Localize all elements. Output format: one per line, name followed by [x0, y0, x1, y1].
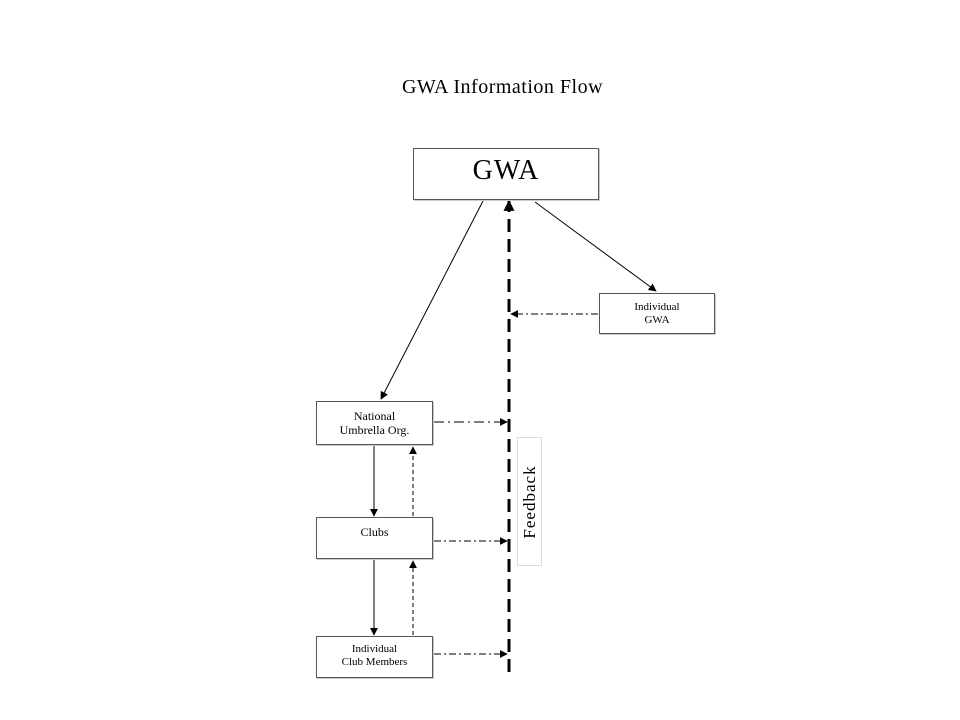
node-clubs: Clubs [316, 517, 433, 559]
node-national-umbrella-org: National Umbrella Org. [316, 401, 433, 445]
node-gwa-label: GWA [472, 155, 540, 186]
node-individual-gwa-label: Individual GWA [634, 301, 680, 326]
feedback-label-box: Feedback [517, 437, 542, 566]
node-individual-gwa: Individual GWA [599, 293, 715, 334]
node-national-label: National Umbrella Org. [339, 409, 410, 437]
node-individual-club-members: Individual Club Members [316, 636, 433, 678]
node-members-label: Individual Club Members [341, 643, 408, 668]
feedback-label: Feedback [519, 464, 539, 539]
diagram-title: GWA Information Flow [401, 76, 604, 98]
arrow-gwa-to-individual-gwa [534, 201, 657, 292]
node-gwa: GWA [413, 148, 599, 200]
node-clubs-label: Clubs [360, 525, 389, 539]
arrow-gwa-to-national [380, 200, 484, 400]
